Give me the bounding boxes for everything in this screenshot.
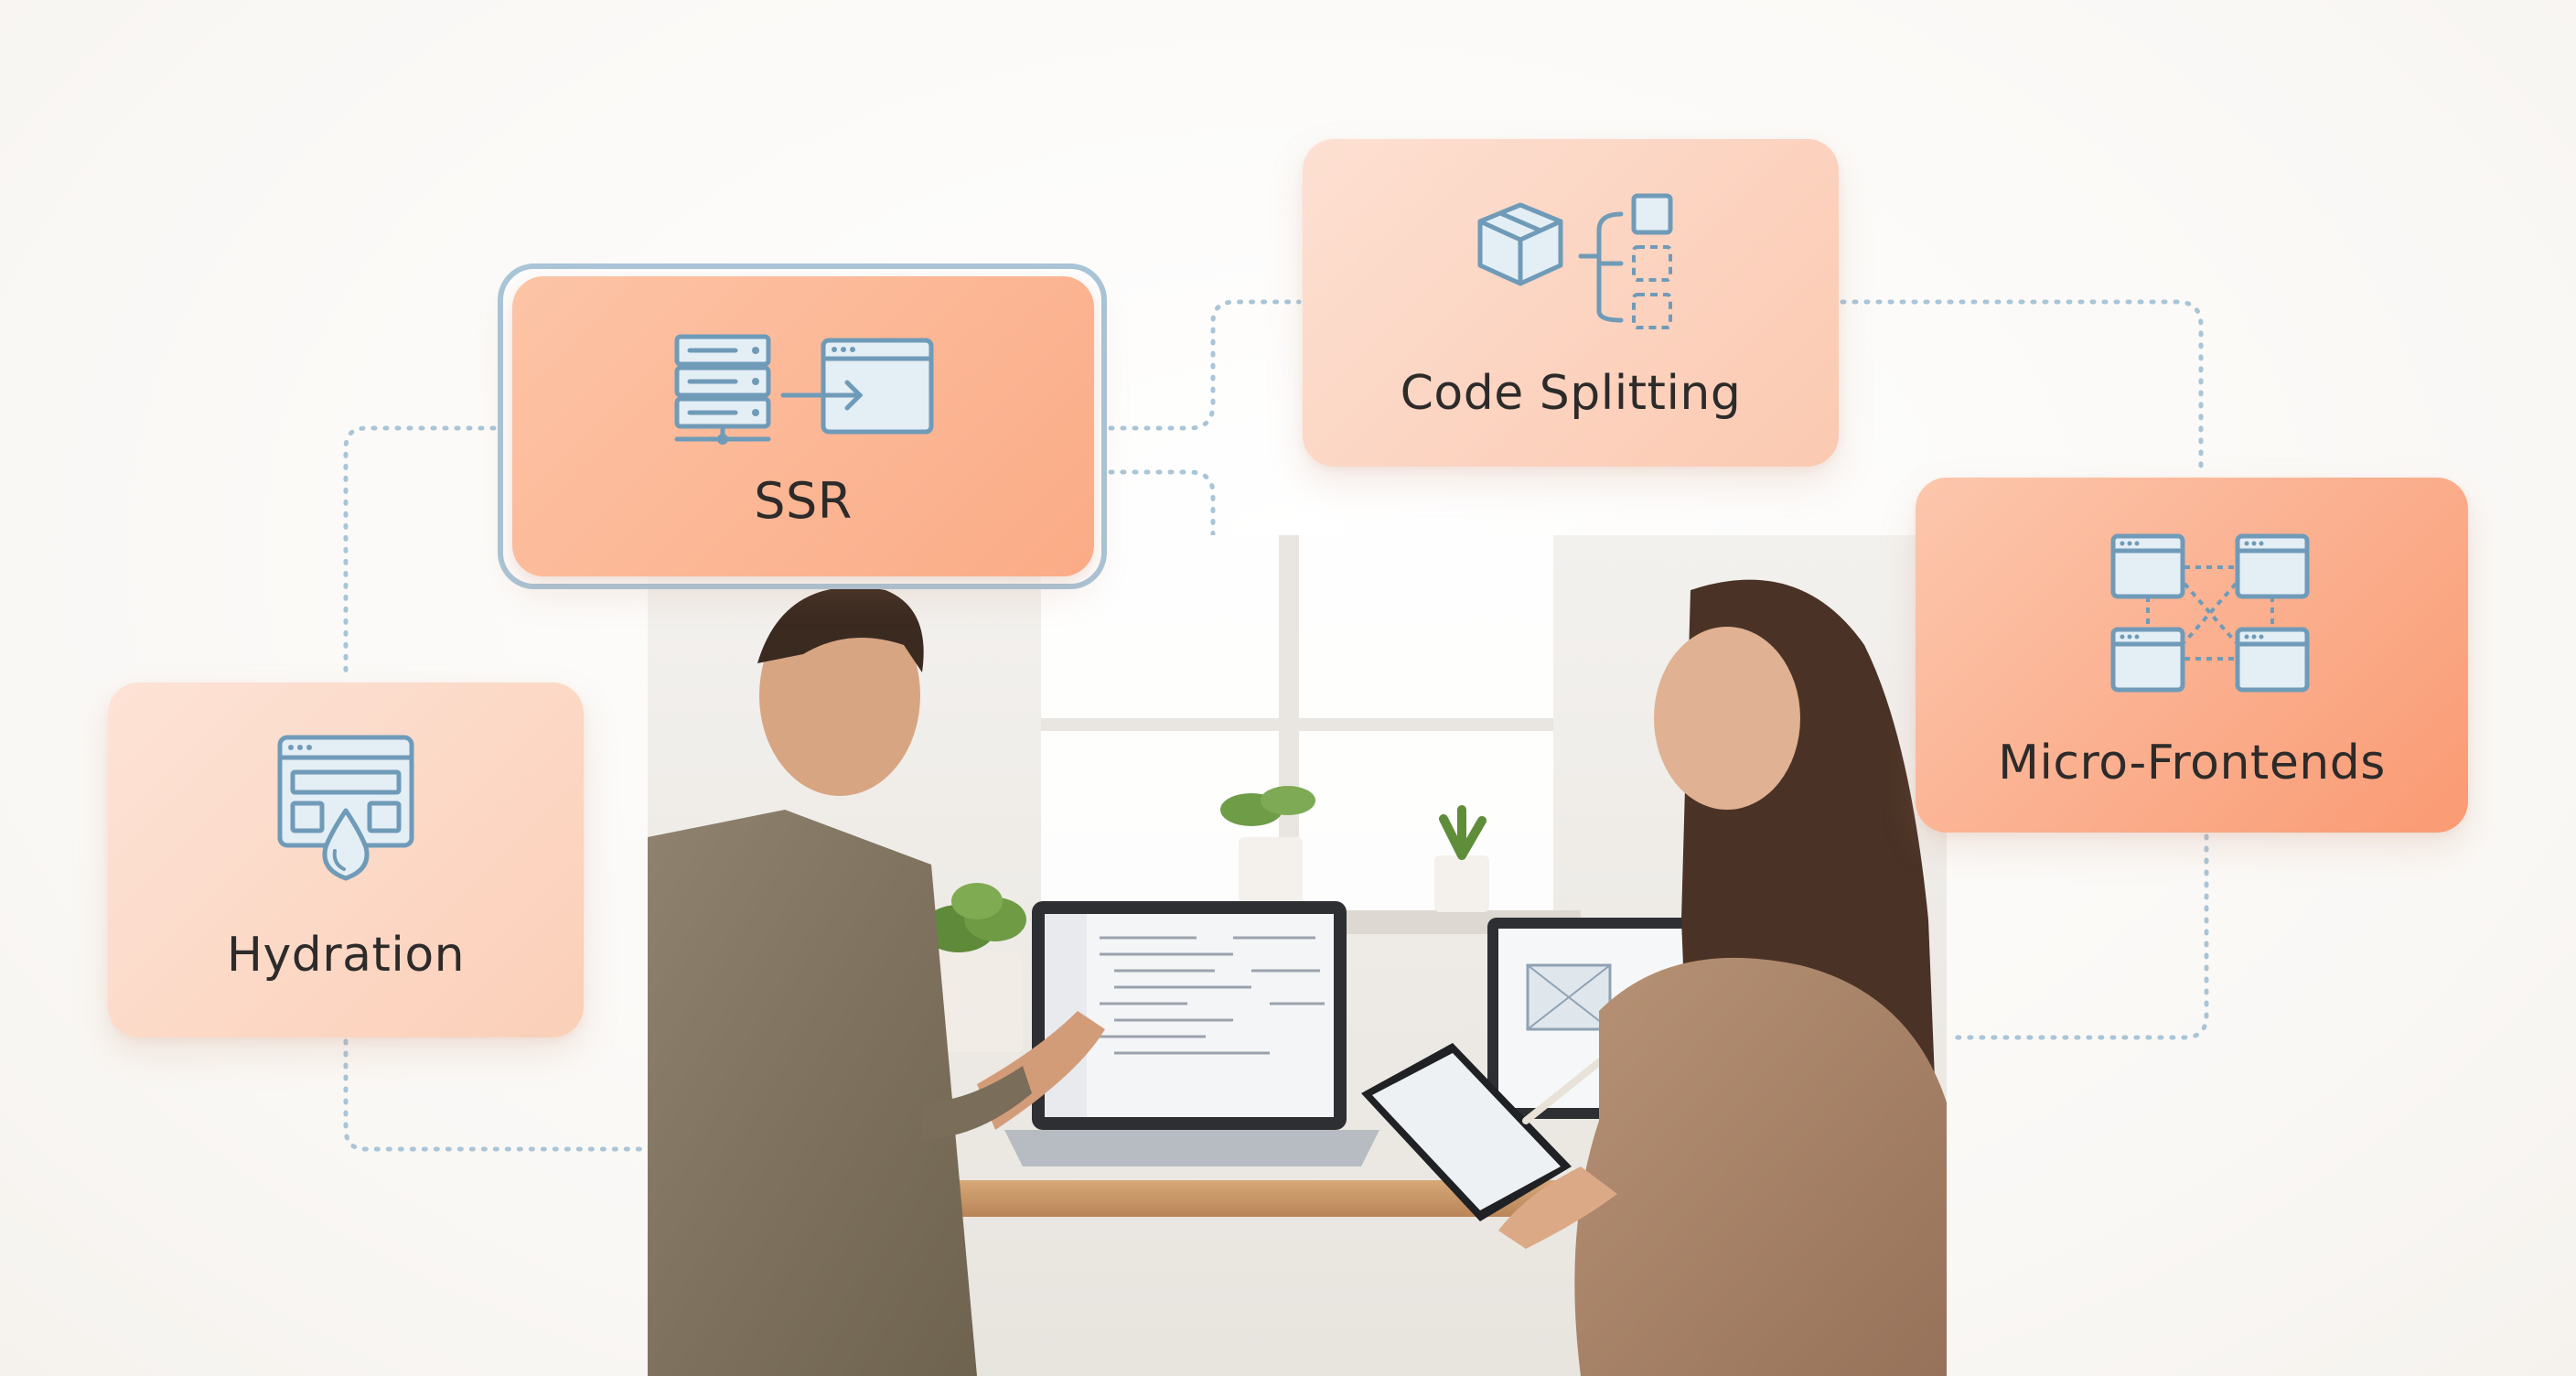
package-split-icon — [1477, 193, 1673, 329]
connected-windows-icon — [2110, 533, 2310, 693]
connector-hydration-photo — [343, 1038, 647, 1152]
ssr-label: SSR — [754, 472, 853, 530]
browser-water-drop-icon — [277, 735, 414, 881]
team-photo-illustration — [648, 535, 1947, 1376]
person-man — [648, 586, 1105, 1376]
hydration-label: Hydration — [226, 928, 466, 983]
hydration-card[interactable]: Hydration — [108, 683, 584, 1037]
micro-frontends-card[interactable]: Micro-Frontends — [1916, 478, 2468, 833]
connector-micro-photo — [1948, 833, 2209, 1040]
micro-frontends-label: Micro-Frontends — [1998, 736, 2386, 790]
connector-ssr-hydration — [343, 425, 497, 682]
team-photo — [648, 535, 1947, 1376]
laptop-left — [1004, 901, 1379, 1166]
code-splitting-card[interactable]: Code Splitting — [1303, 139, 1839, 467]
ssr-card[interactable]: SSR — [512, 276, 1094, 576]
server-to-browser-icon — [674, 334, 934, 445]
person-woman — [1498, 579, 1947, 1376]
connector-ssr-codesplitting — [1108, 299, 1302, 431]
connector-codesplitting-micro — [1840, 299, 2204, 477]
plant-window — [1220, 786, 1489, 912]
plant-left — [922, 883, 1026, 1052]
code-splitting-label: Code Splitting — [1400, 366, 1742, 421]
